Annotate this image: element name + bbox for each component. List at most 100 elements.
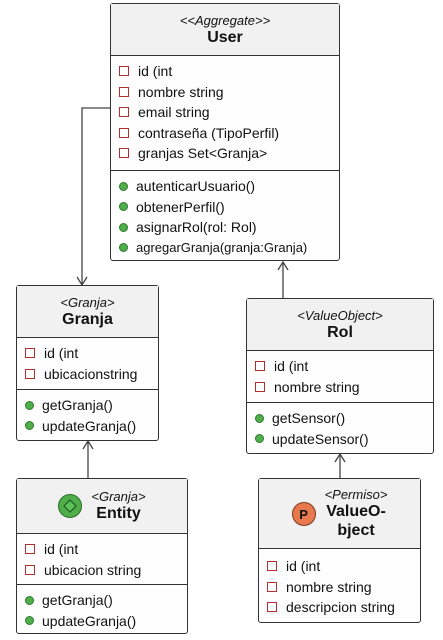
attribute-row: nombre string bbox=[111, 82, 339, 103]
operation-icon bbox=[255, 413, 264, 423]
attribute-row: ubicacion string bbox=[17, 560, 187, 581]
user-class[interactable]: <<Aggregate>> User id (int nombre string… bbox=[110, 3, 340, 261]
operation-row: asignarRol(rol: Rol) bbox=[111, 217, 339, 238]
operation-text: updateGranja() bbox=[42, 612, 137, 629]
operation-row: updateGranja() bbox=[17, 416, 158, 437]
attribute-row: contraseña (TipoPerfil) bbox=[111, 123, 339, 144]
attribute-text: ubicacionstring bbox=[44, 365, 138, 382]
attribute-row: ubicacionstring bbox=[17, 364, 158, 385]
entity-operations: getGranja() updateGranja() bbox=[17, 584, 187, 635]
rol-attributes: id (int nombre string bbox=[247, 351, 433, 402]
rol-class-name: Rol bbox=[327, 323, 353, 341]
user-class-header: <<Aggregate>> User bbox=[111, 4, 339, 56]
valueobject-class-name-line2: bject bbox=[337, 522, 375, 539]
valueobject-class-name-line1: ValueO- bbox=[326, 503, 386, 520]
valueobject-stereotype: <Permiso> bbox=[324, 487, 388, 502]
operation-text: asignarRol(rol: Rol) bbox=[136, 219, 257, 236]
operation-text: updateGranja() bbox=[42, 417, 137, 434]
granja-operations: getGranja() updateGranja() bbox=[17, 389, 158, 440]
attribute-row: descripcion string bbox=[259, 597, 420, 618]
attribute-text: nombre string bbox=[286, 578, 372, 595]
attribute-row: email string bbox=[111, 102, 339, 123]
attribute-icon bbox=[267, 561, 277, 572]
operation-row: getGranja() bbox=[17, 590, 187, 611]
attribute-text: ubicacion string bbox=[44, 561, 142, 578]
rol-user-arrowhead bbox=[277, 260, 289, 271]
attribute-icon bbox=[119, 66, 129, 77]
attribute-row: id (int bbox=[111, 61, 339, 82]
user-stereotype: <<Aggregate>> bbox=[179, 12, 271, 28]
user-granja-connector bbox=[81, 107, 110, 285]
entity-granja-arrowhead bbox=[82, 439, 94, 450]
operation-icon bbox=[25, 616, 34, 626]
attribute-row: nombre string bbox=[247, 377, 433, 398]
rol-class[interactable]: <ValueObject> Rol id (int nombre string … bbox=[246, 298, 434, 454]
granja-class-name: Granja bbox=[62, 310, 113, 328]
operation-icon bbox=[25, 595, 34, 605]
attribute-text: contraseña (TipoPerfil) bbox=[138, 124, 280, 141]
attribute-icon bbox=[267, 602, 277, 613]
granja-attributes: id (int ubicacionstring bbox=[17, 338, 158, 389]
attribute-text: nombre string bbox=[274, 378, 360, 395]
operation-icon bbox=[255, 434, 264, 444]
operation-text: updateSensor() bbox=[272, 430, 369, 447]
attribute-text: granjas Set<Granja> bbox=[138, 145, 268, 162]
entity-header-row: <Granja> Entity bbox=[17, 489, 187, 523]
entity-stereotype: <Granja> bbox=[91, 489, 146, 504]
attribute-text: id (int bbox=[44, 345, 79, 362]
attribute-icon bbox=[25, 348, 35, 359]
operation-icon bbox=[119, 222, 128, 232]
operation-text: getGranja() bbox=[42, 397, 113, 414]
attribute-icon bbox=[25, 544, 35, 555]
entity-class[interactable]: <Granja> Entity id (int ubicacion string… bbox=[16, 478, 188, 634]
attribute-text: id (int bbox=[138, 63, 173, 80]
attribute-row: granjas Set<Granja> bbox=[111, 143, 339, 164]
operation-row: updateSensor() bbox=[247, 429, 433, 450]
permiso-icon: P bbox=[291, 502, 316, 526]
entity-class-header: <Granja> Entity bbox=[17, 479, 187, 534]
attribute-icon bbox=[119, 148, 129, 159]
attribute-icon bbox=[25, 368, 35, 379]
operation-icon bbox=[25, 400, 34, 410]
attribute-icon bbox=[267, 581, 277, 592]
operation-row: agregarGranja(granja:Granja) bbox=[111, 238, 339, 259]
operation-row: getSensor() bbox=[247, 408, 433, 429]
attribute-row: id (int bbox=[247, 356, 433, 377]
operation-row: getGranja() bbox=[17, 395, 158, 416]
entity-attributes: id (int ubicacion string bbox=[17, 534, 187, 584]
permiso-icon-letter: P bbox=[299, 506, 308, 522]
valueobject-attributes: id (int nombre string descripcion string bbox=[259, 549, 420, 622]
attribute-text: nombre string bbox=[138, 83, 224, 100]
valueobject-class[interactable]: P <Permiso> ValueO- bject id (int nombre… bbox=[258, 478, 421, 623]
attribute-row: nombre string bbox=[259, 577, 420, 598]
valueobject-rol-arrowhead bbox=[334, 452, 346, 463]
attribute-text: id (int bbox=[44, 541, 79, 558]
granja-stereotype: <Granja> bbox=[60, 294, 115, 310]
rol-class-header: <ValueObject> Rol bbox=[247, 299, 433, 351]
attribute-text: id (int bbox=[286, 558, 321, 575]
operation-icon bbox=[119, 202, 128, 212]
attribute-row: id (int bbox=[259, 556, 420, 577]
rol-stereotype: <ValueObject> bbox=[297, 307, 383, 323]
user-operations: autenticarUsuario() obtenerPerfil() asig… bbox=[111, 170, 339, 262]
attribute-icon bbox=[255, 381, 265, 392]
valueobject-header-row: P <Permiso> ValueO- bject bbox=[259, 487, 420, 540]
valueobject-class-header: P <Permiso> ValueO- bject bbox=[259, 479, 420, 549]
attribute-icon bbox=[119, 107, 129, 118]
operation-text: agregarGranja(granja:Granja) bbox=[136, 240, 308, 256]
user-class-name: User bbox=[207, 28, 243, 46]
attribute-icon bbox=[255, 361, 265, 372]
operation-row: autenticarUsuario() bbox=[111, 176, 339, 197]
entity-icon bbox=[58, 494, 83, 518]
operation-text: getSensor() bbox=[272, 410, 346, 427]
operation-icon bbox=[119, 181, 128, 191]
entity-class-name: Entity bbox=[96, 505, 141, 522]
operation-row: obtenerPerfil() bbox=[111, 197, 339, 218]
operation-icon bbox=[119, 243, 128, 253]
operation-row: updateGranja() bbox=[17, 611, 187, 632]
operation-text: getGranja() bbox=[42, 592, 113, 609]
granja-class[interactable]: <Granja> Granja id (int ubicacionstring … bbox=[16, 285, 159, 441]
attribute-text: id (int bbox=[274, 358, 309, 375]
rol-operations: getSensor() updateSensor() bbox=[247, 402, 433, 453]
